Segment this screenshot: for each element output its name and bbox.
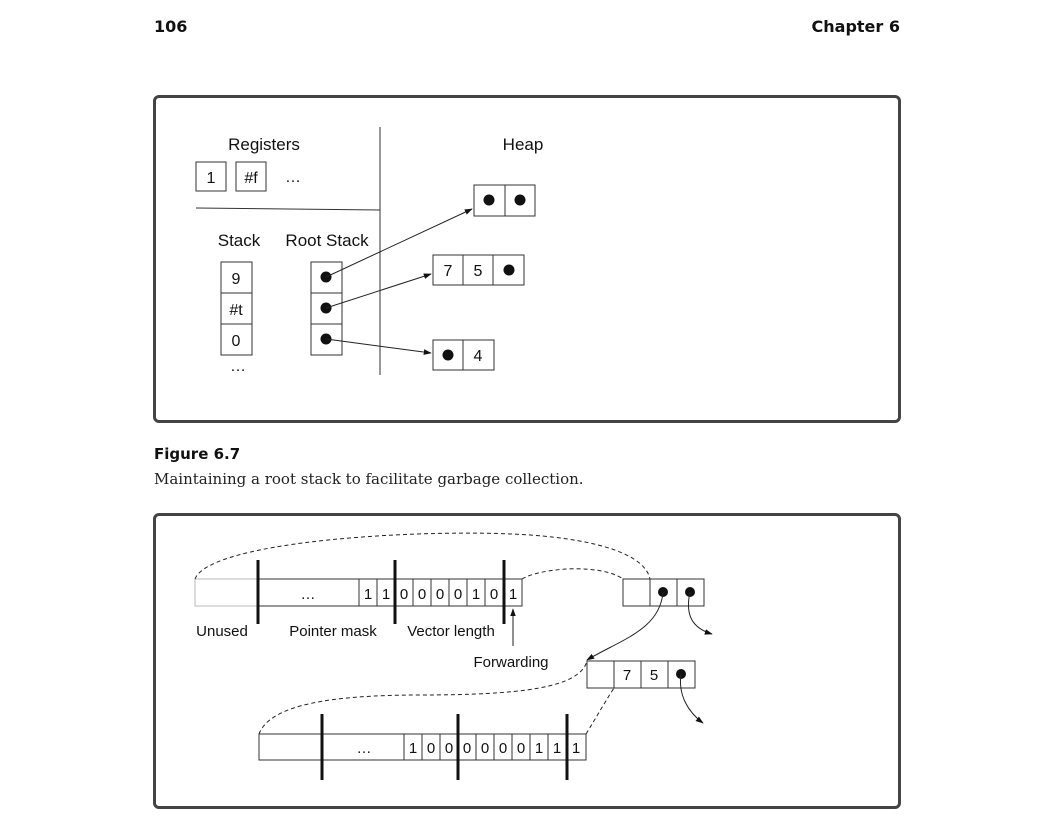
pointer-mask-label: Pointer mask xyxy=(289,623,377,640)
pointer-arrow xyxy=(688,591,713,635)
stack-cell xyxy=(220,323,253,356)
heap-cell xyxy=(462,339,495,371)
bit: 0 xyxy=(427,740,435,757)
chapter-header: Chapter 6 xyxy=(811,17,900,36)
heap-value: 5 xyxy=(474,263,483,280)
pointer-arrow xyxy=(586,591,664,661)
stack-cell xyxy=(220,261,253,294)
bit: 0 xyxy=(418,586,426,603)
register-cell xyxy=(195,161,227,192)
root-stack-diagram: Registers Heap Stack Root Stack 1 #f … 9… xyxy=(195,127,544,375)
pointer-mask-field xyxy=(257,578,360,607)
pointer-dot xyxy=(483,194,495,206)
tag-bits-field xyxy=(358,578,523,607)
pointer-dot xyxy=(503,264,515,276)
pointer-arrow xyxy=(325,208,473,278)
bit: 1 xyxy=(509,586,517,603)
stack-value: #t xyxy=(229,302,243,319)
tuple-value: 5 xyxy=(650,667,658,684)
bit: 1 xyxy=(409,740,417,757)
bit: 0 xyxy=(400,586,408,603)
registers-label: Registers xyxy=(228,135,300,154)
tag-bits-row-1: 1 1 0 0 0 0 1 0 1 xyxy=(364,579,517,606)
tuple-value: 7 xyxy=(623,667,631,684)
ellipsis: … xyxy=(357,740,372,757)
tuple-tag-cell xyxy=(586,660,615,689)
dashed-connector xyxy=(258,660,588,735)
tag-bits-row-2: 1 0 0 0 0 0 0 1 1 1 xyxy=(403,734,580,760)
stack-label: Stack xyxy=(218,231,261,250)
register-ellipsis: … xyxy=(285,169,301,186)
stack-value: 9 xyxy=(232,271,241,288)
bit: 1 xyxy=(572,740,580,757)
pointer-dot xyxy=(442,349,454,361)
heap-label: Heap xyxy=(503,135,544,154)
ellipsis: … xyxy=(301,586,316,603)
tag-layout-diagram: … 1 1 0 0 0 0 1 0 1 Unused Pointer mask … xyxy=(194,532,713,780)
figure-6-7-frame xyxy=(153,95,901,423)
bit: 0 xyxy=(499,740,507,757)
bit: 1 xyxy=(553,740,561,757)
divider-horizontal xyxy=(195,207,381,211)
figure-caption-title: Figure 6.7 xyxy=(154,445,241,463)
figure-caption-text: Maintaining a root stack to facilitate g… xyxy=(154,470,584,488)
tuple-cell xyxy=(667,660,696,689)
bit: 1 xyxy=(382,586,390,603)
heap-value: 4 xyxy=(474,348,483,365)
bit: 0 xyxy=(463,740,471,757)
bit: 0 xyxy=(490,586,498,603)
dashed-connector xyxy=(194,532,651,580)
unused-label: Unused xyxy=(196,623,248,640)
bit: 0 xyxy=(481,740,489,757)
pointer-arrow xyxy=(325,338,432,355)
heap-value: 7 xyxy=(444,263,453,280)
bit: 0 xyxy=(517,740,525,757)
stack-value: 0 xyxy=(232,333,241,350)
stack-ellipsis: … xyxy=(230,358,246,375)
bit: 1 xyxy=(535,740,543,757)
bit: 0 xyxy=(445,740,453,757)
bit: 1 xyxy=(364,586,372,603)
dashed-connector xyxy=(585,687,615,735)
pointer-dot xyxy=(514,194,526,206)
unused-field xyxy=(194,578,259,607)
root-stack-label: Root Stack xyxy=(285,231,369,250)
tuple-cell xyxy=(640,660,669,689)
pointer-arrow xyxy=(325,273,432,309)
register-cell xyxy=(235,161,267,192)
pointer-arrow xyxy=(679,673,704,724)
register-value: 1 xyxy=(207,170,216,187)
forwarding-label: Forwarding xyxy=(473,654,548,671)
vector-length-label: Vector length xyxy=(407,623,495,640)
bit: 0 xyxy=(436,586,444,603)
dashed-connector xyxy=(521,568,624,580)
tuple-tag-cell xyxy=(622,578,651,607)
register-value: #f xyxy=(244,170,258,187)
bit: 0 xyxy=(454,586,462,603)
bit: 1 xyxy=(472,586,480,603)
page-number: 106 xyxy=(154,17,188,36)
